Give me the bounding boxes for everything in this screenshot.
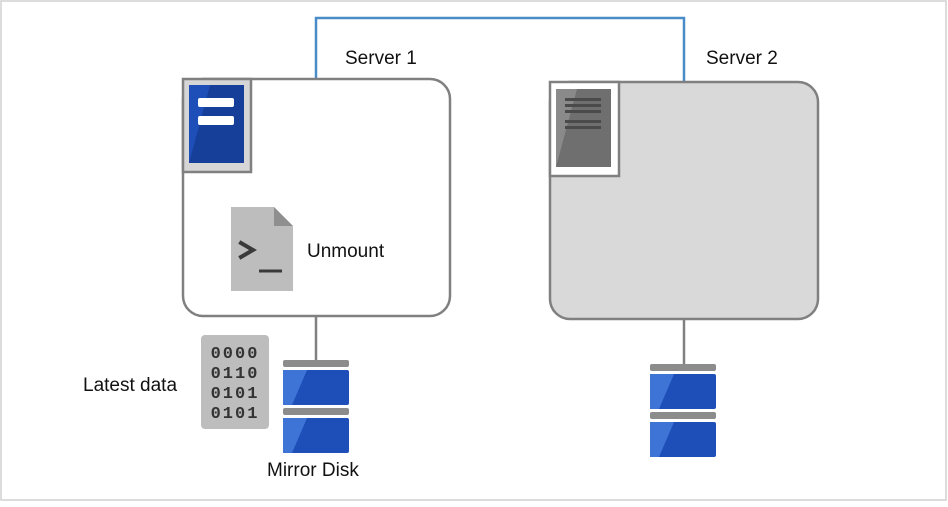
unmount-label: Unmount bbox=[307, 241, 385, 262]
binary-row: 0110 bbox=[211, 365, 260, 384]
mirror-disk-icon bbox=[650, 364, 716, 457]
server1-label: Server 1 bbox=[345, 48, 417, 69]
mirror-disk-label: Mirror Disk bbox=[267, 460, 359, 481]
network-line bbox=[314, 16, 686, 82]
binary-data-icon: 0000 0110 0101 0101 bbox=[201, 335, 269, 429]
binary-row: 0000 bbox=[211, 345, 260, 364]
binary-row: 0101 bbox=[211, 385, 260, 404]
script-terminal-icon bbox=[231, 207, 293, 291]
inactive-server-icon bbox=[548, 80, 621, 178]
active-server-icon bbox=[181, 77, 253, 174]
latest-data-label: Latest data bbox=[83, 375, 177, 396]
server2-label: Server 2 bbox=[706, 48, 778, 69]
mirror-disk-icon bbox=[283, 360, 349, 453]
binary-row: 0101 bbox=[211, 405, 260, 424]
